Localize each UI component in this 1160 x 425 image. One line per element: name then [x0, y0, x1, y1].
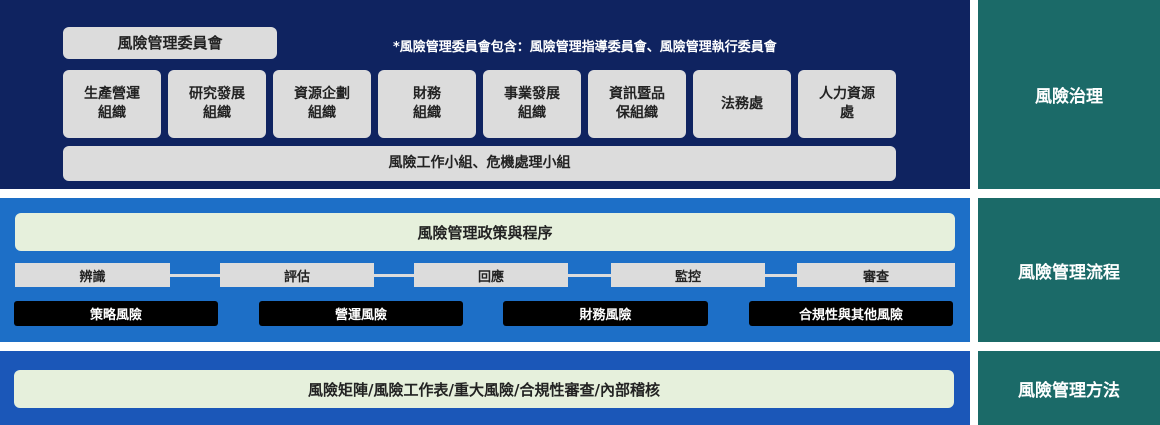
- method-tools-box: 風險矩陣/風險工作表/重大風險/合規性審查/內部稽核: [14, 370, 954, 408]
- committee-box: 風險管理委員會: [63, 27, 277, 59]
- unit-production: 生產營運 組織: [63, 70, 161, 138]
- unit-it-qa: 資訊暨品 保組織: [588, 70, 686, 138]
- risk-operational: 營運風險: [259, 301, 463, 326]
- unit-business-dev: 事業發展 組織: [483, 70, 581, 138]
- step-monitor: 監控: [611, 263, 765, 287]
- risk-compliance-other: 合規性與其他風險: [749, 301, 953, 326]
- step-assess: 評估: [220, 263, 374, 287]
- step-identify: 辨識: [15, 263, 170, 287]
- unit-resource-planning: 資源企劃 組織: [273, 70, 371, 138]
- step-respond: 回應: [414, 263, 568, 287]
- step-connector: [170, 274, 222, 277]
- committee-note: *風險管理委員會包含：風險管理指導委員會、風險管理執行委員會: [393, 40, 777, 55]
- unit-hr: 人力資源 處: [798, 70, 896, 138]
- side-label-process: 風險管理流程: [978, 198, 1160, 342]
- unit-finance: 財務 組織: [378, 70, 476, 138]
- risk-strategic: 策略風險: [14, 301, 218, 326]
- step-connector: [765, 274, 799, 277]
- working-group-box: 風險工作小組、危機處理小組: [63, 146, 896, 181]
- policy-box: 風險管理政策與程序: [15, 213, 955, 251]
- unit-research: 研究發展 組織: [168, 70, 266, 138]
- step-connector: [568, 274, 613, 277]
- step-connector: [374, 274, 416, 277]
- risk-financial: 財務風險: [503, 301, 708, 326]
- side-label-governance: 風險治理: [978, 0, 1160, 189]
- unit-legal: 法務處: [693, 70, 791, 138]
- side-label-method: 風險管理方法: [978, 351, 1160, 425]
- step-review: 審查: [797, 263, 955, 287]
